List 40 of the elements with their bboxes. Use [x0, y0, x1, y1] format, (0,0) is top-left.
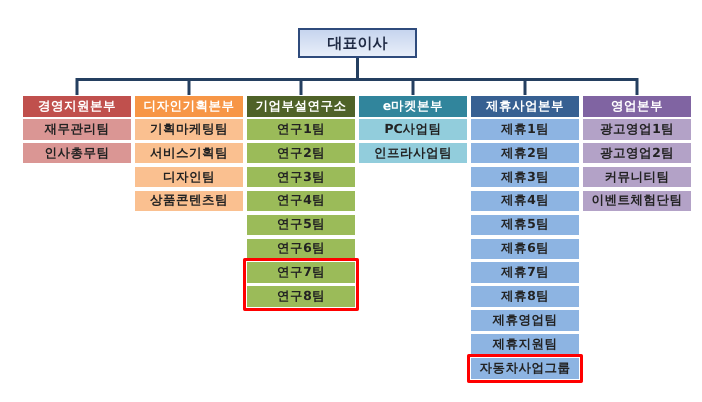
team-box: 광고영업2팀: [582, 142, 692, 164]
team-box: 제휴7팀: [470, 261, 580, 284]
team-box: 인프라사업팀: [358, 142, 468, 164]
team-box: 연구6팀: [246, 238, 356, 260]
team-box: 연구8팀: [246, 285, 356, 308]
team-box: 이벤트체험단팀: [582, 190, 692, 212]
team-box: 광고영업1팀: [582, 118, 692, 140]
team-box: 제휴1팀: [470, 118, 580, 140]
department-header: 영업본부: [582, 95, 692, 118]
team-box: 연구4팀: [246, 190, 356, 212]
team-box: 제휴3팀: [470, 166, 580, 188]
department-header: e마켓본부: [358, 95, 468, 118]
team-box: 제휴8팀: [470, 285, 580, 308]
department-header: 디자인기획본부: [134, 95, 244, 118]
team-box: 제휴4팀: [470, 190, 580, 212]
team-box: 제휴지원팀: [470, 333, 580, 356]
team-box: 연구3팀: [246, 166, 356, 188]
team-box: 서비스기획팀: [134, 142, 244, 164]
team-box: 연구2팀: [246, 142, 356, 164]
department-header: 기업부설연구소: [246, 95, 356, 118]
team-box: PC사업팀: [358, 118, 468, 140]
team-box: 연구1팀: [246, 118, 356, 140]
team-box: 기획마케팅팀: [134, 118, 244, 140]
team-box: 제휴6팀: [470, 238, 580, 260]
ceo-box: 대표이사: [298, 28, 417, 58]
team-box: 자동차사업그룹: [470, 357, 580, 380]
team-box: 인사총무팀: [22, 142, 132, 164]
team-box: 디자인팀: [134, 166, 244, 188]
team-box: 제휴2팀: [470, 142, 580, 164]
highlight-frame: [243, 258, 359, 312]
team-box: 제휴영업팀: [470, 309, 580, 332]
connector-line: [356, 58, 638, 95]
team-box: 연구7팀: [246, 261, 356, 284]
department-header: 제휴사업본부: [470, 95, 580, 118]
department-header: 경영지원본부: [22, 95, 132, 118]
team-box: 연구5팀: [246, 214, 356, 236]
team-box: 재무관리팀: [22, 118, 132, 140]
team-box: 커뮤니티팀: [582, 166, 692, 188]
team-box: 제휴5팀: [470, 214, 580, 236]
team-box: 상품콘텐츠팀: [134, 190, 244, 212]
